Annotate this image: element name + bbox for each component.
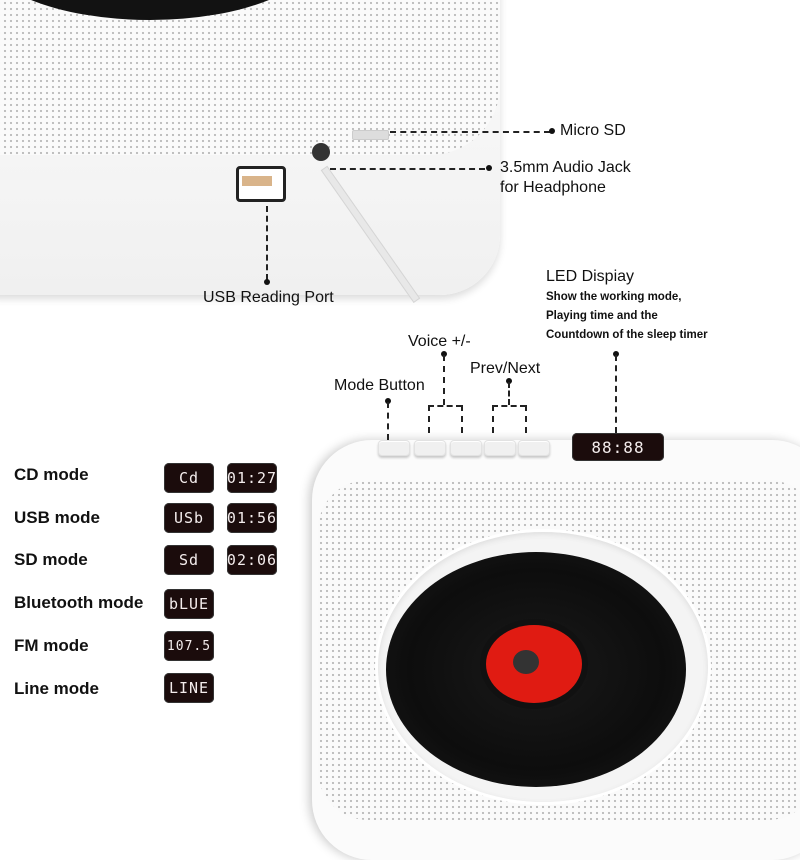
lcd-line: LINE [164, 673, 214, 703]
micro-sd-label: Micro SD [560, 122, 626, 139]
usb-port-label: USB Reading Port [203, 289, 334, 306]
device-led-readout: 88:88 [591, 437, 645, 457]
voice-label: Voice +/- [408, 333, 471, 350]
prev-button[interactable] [484, 440, 516, 456]
next-button[interactable] [518, 440, 550, 456]
lcd-cd-mode: Cd [164, 463, 214, 493]
mode-label-bluetooth: Bluetooth mode [14, 593, 144, 612]
device-led-display: 88:88 [572, 433, 664, 461]
lcd-cd-time: 01:27 [227, 463, 277, 493]
lcd-bluetooth: bLUE [164, 589, 214, 619]
prev-next-label: Prev/Next [470, 360, 541, 377]
top-device [0, 0, 520, 300]
lcd-fm: 107.5 [164, 631, 214, 661]
lcd-usb-mode: USb [164, 503, 214, 533]
led-display-desc-2: Playing time and the [546, 310, 658, 322]
micro-sd-slot [352, 130, 389, 140]
mode-label-sd: SD mode [14, 550, 88, 569]
mode-label-line: Line mode [14, 679, 100, 698]
lcd-usb-time: 01:56 [227, 503, 277, 533]
mode-button[interactable] [378, 440, 410, 456]
audio-jack [312, 143, 330, 161]
mode-label-usb: USB mode [14, 508, 100, 527]
led-display-title: LED Dispiay [546, 268, 635, 285]
led-display-desc-1: Show the working mode, [546, 291, 682, 303]
led-display-desc-3: Countdown of the sleep timer [546, 329, 708, 341]
lcd-sd-time: 02:06 [227, 545, 277, 575]
mode-button-label: Mode Button [334, 377, 425, 394]
lcd-sd-mode: Sd [164, 545, 214, 575]
vinyl-spindle [513, 650, 539, 674]
volume-up-button[interactable] [450, 440, 482, 456]
speaker-grille [0, 0, 500, 155]
mode-label-fm: FM mode [14, 636, 89, 655]
audio-jack-label-1: 3.5mm Audio Jack [500, 159, 631, 176]
volume-down-button[interactable] [414, 440, 446, 456]
audio-jack-label-2: for Headphone [500, 179, 606, 196]
mode-label-cd: CD mode [14, 465, 89, 484]
